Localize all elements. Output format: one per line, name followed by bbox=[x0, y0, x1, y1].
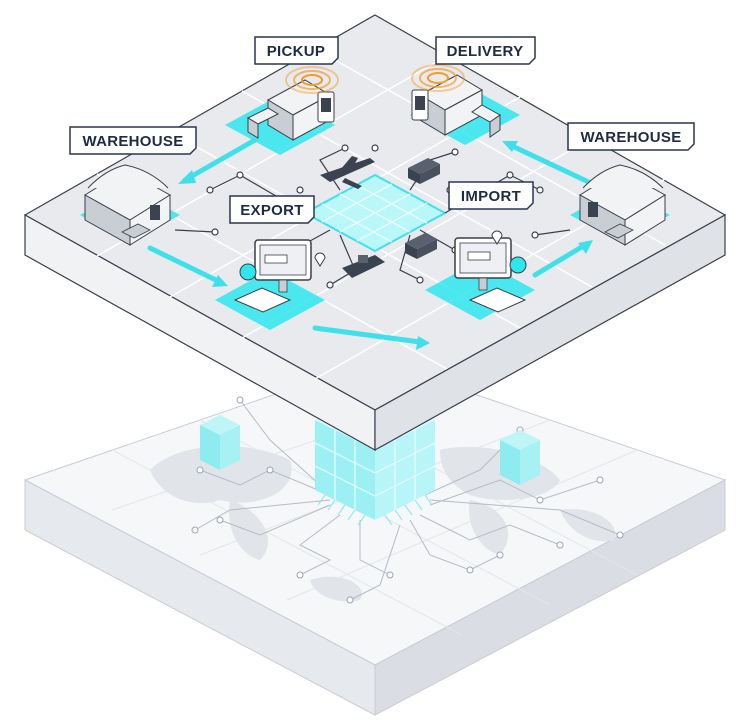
base-cube-right bbox=[500, 430, 540, 485]
truck-icon bbox=[246, 66, 339, 141]
svg-text:IMPORT: IMPORT bbox=[461, 188, 521, 205]
signal-waves bbox=[285, 66, 339, 94]
small-truck-icon bbox=[408, 158, 440, 184]
small-truck-icon bbox=[405, 233, 437, 259]
flow-arrows bbox=[147, 137, 598, 350]
globe-icon bbox=[509, 256, 527, 274]
label-warehouse-right: WAREHOUSE bbox=[567, 122, 695, 151]
location-pin-icon bbox=[314, 252, 326, 267]
svg-text:WAREHOUSE: WAREHOUSE bbox=[580, 129, 681, 146]
warehouse-icon bbox=[579, 164, 666, 246]
warehouse-icon bbox=[84, 164, 171, 246]
location-pin-icon bbox=[491, 230, 503, 245]
delivery-truck-icon bbox=[411, 64, 501, 138]
airplane-icon bbox=[320, 156, 375, 189]
signal-waves bbox=[411, 64, 465, 92]
label-import: IMPORT bbox=[448, 181, 534, 210]
label-delivery: DELIVERY bbox=[435, 36, 536, 65]
central-hub-grid bbox=[302, 173, 448, 253]
base-cube-left bbox=[200, 415, 240, 470]
label-warehouse-left: WAREHOUSE bbox=[69, 126, 197, 155]
computer-icon bbox=[233, 239, 326, 313]
globe-icon bbox=[239, 263, 257, 281]
svg-text:WAREHOUSE: WAREHOUSE bbox=[82, 133, 183, 150]
label-export: EXPORT bbox=[229, 195, 315, 224]
ship-icon bbox=[342, 255, 385, 278]
svg-text:PICKUP: PICKUP bbox=[267, 43, 325, 60]
svg-text:EXPORT: EXPORT bbox=[240, 202, 303, 219]
computer-icon bbox=[454, 230, 527, 313]
label-pickup: PICKUP bbox=[254, 36, 339, 65]
svg-text:DELIVERY: DELIVERY bbox=[447, 43, 524, 60]
base-circuit-lines bbox=[194, 399, 621, 601]
